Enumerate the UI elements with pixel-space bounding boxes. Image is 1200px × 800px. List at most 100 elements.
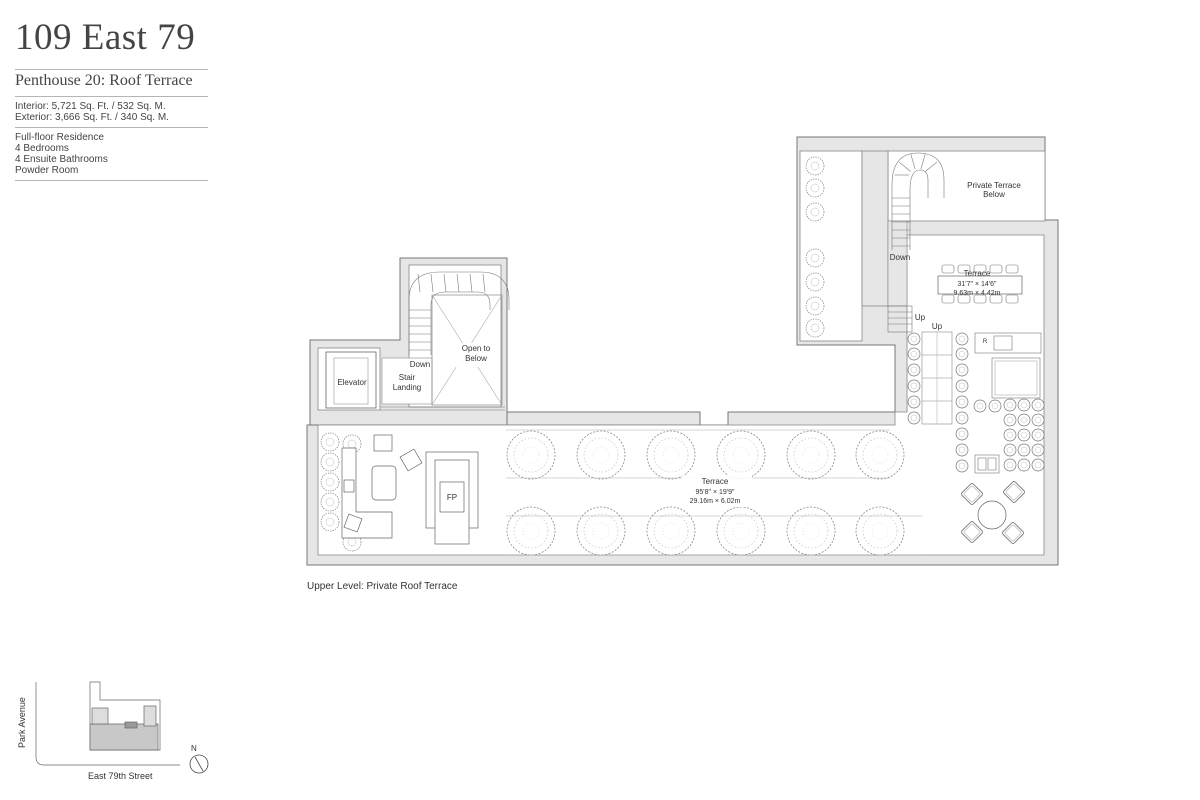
planter-pot bbox=[955, 443, 969, 457]
terrace-upper-label: Terrace bbox=[964, 269, 991, 278]
planter-pot bbox=[1031, 443, 1045, 457]
divider bbox=[15, 69, 208, 70]
tree bbox=[646, 506, 696, 556]
planter-pot bbox=[955, 411, 969, 425]
tree bbox=[855, 506, 905, 556]
stair-tread bbox=[925, 161, 938, 172]
terrace-upper-dim-imperial: 31'7" × 14'6" bbox=[958, 281, 997, 288]
planter-pot bbox=[1031, 413, 1045, 427]
dining-table: Terrace 31'7" × 14'6" 9.63m × 4.42m bbox=[937, 264, 1023, 304]
stair-landing-label-2: Landing bbox=[393, 383, 421, 392]
building-title: 109 East 79 bbox=[15, 17, 196, 58]
planter-pot bbox=[907, 379, 921, 393]
outdoor-kitchen: R bbox=[974, 332, 1042, 474]
shrub bbox=[805, 248, 825, 268]
shrub bbox=[805, 202, 825, 222]
stair-tread bbox=[456, 273, 460, 293]
fireplace: FP bbox=[425, 451, 479, 545]
lounge-furniture bbox=[341, 434, 423, 539]
street-label: East 79th Street bbox=[88, 771, 153, 781]
divider bbox=[15, 96, 208, 97]
feature-item: Full-floor Residence bbox=[15, 132, 104, 143]
planter-pot bbox=[1017, 443, 1031, 457]
tree bbox=[506, 506, 556, 556]
up-label-small: Up bbox=[915, 313, 926, 322]
planter-pot bbox=[1017, 413, 1031, 427]
dining-chair bbox=[973, 264, 987, 274]
stair-tread bbox=[469, 273, 473, 293]
shrub bbox=[805, 296, 825, 316]
tree bbox=[506, 430, 556, 480]
stair-tread bbox=[910, 153, 916, 170]
tree bbox=[786, 430, 836, 480]
stair-tread bbox=[482, 273, 486, 293]
tree bbox=[786, 506, 836, 556]
feature-item: 4 Bedrooms bbox=[15, 143, 69, 154]
open-to-below: Open to Below bbox=[431, 294, 503, 406]
planter-pot bbox=[955, 347, 969, 361]
dining-chair bbox=[973, 294, 987, 304]
staircase-right: Down bbox=[890, 152, 945, 262]
key-plan-building bbox=[89, 681, 161, 751]
shrub bbox=[805, 272, 825, 292]
shrub bbox=[320, 512, 340, 532]
elevator-label: Elevator bbox=[337, 378, 367, 387]
planter-pot bbox=[988, 399, 1002, 413]
planter-pot bbox=[907, 411, 921, 425]
bistro-set bbox=[960, 480, 1026, 545]
tree bbox=[576, 506, 626, 556]
planter-pot bbox=[1031, 458, 1045, 472]
tree bbox=[716, 430, 766, 480]
fireplace-label: FP bbox=[447, 493, 457, 502]
planter-pot bbox=[1003, 428, 1017, 442]
dining-chair bbox=[957, 294, 971, 304]
north-label: N bbox=[191, 744, 197, 753]
dining-chair bbox=[1005, 264, 1019, 274]
open-to-below-label-1: Open to bbox=[462, 344, 491, 353]
terrace-main-label: Terrace bbox=[702, 477, 729, 486]
fridge-label: R bbox=[983, 339, 988, 345]
shrub bbox=[805, 178, 825, 198]
dining-chair bbox=[941, 294, 955, 304]
feature-item: 4 Ensuite Bathrooms bbox=[15, 154, 108, 165]
planter-pot bbox=[1017, 458, 1031, 472]
planter-pot bbox=[907, 332, 921, 346]
dining-chair bbox=[957, 264, 971, 274]
terrace-upper-dim-metric: 9.63m × 4.42m bbox=[954, 290, 1001, 297]
planter-pot bbox=[1017, 428, 1031, 442]
dining-chair bbox=[989, 294, 1003, 304]
stair-landing: Stair Landing bbox=[381, 357, 433, 405]
shrub bbox=[320, 432, 340, 452]
exterior-area: Exterior: 3,666 Sq. Ft. / 340 Sq. M. bbox=[15, 112, 169, 123]
tree bbox=[646, 430, 696, 480]
stair-tread bbox=[443, 273, 447, 293]
north-arrow-icon: N bbox=[189, 744, 209, 774]
planter-pot bbox=[955, 427, 969, 441]
divider bbox=[15, 127, 208, 128]
open-to-below-label-2: Below bbox=[465, 354, 487, 363]
feature-item: Powder Room bbox=[15, 165, 79, 176]
planter-pot bbox=[907, 363, 921, 377]
shrub bbox=[320, 472, 340, 492]
shrub bbox=[805, 318, 825, 338]
planter-pot bbox=[955, 379, 969, 393]
planter-pot bbox=[1003, 443, 1017, 457]
avenue-label: Park Avenue bbox=[17, 697, 27, 748]
planter-pot bbox=[1017, 398, 1031, 412]
feature-list: Full-floor Residence 4 Bedrooms 4 Ensuit… bbox=[15, 132, 108, 176]
up-label: Up bbox=[932, 322, 943, 331]
stair-tread bbox=[920, 153, 926, 170]
dining-chair bbox=[1005, 294, 1019, 304]
planter-pot bbox=[1003, 413, 1017, 427]
down-label-left: Down bbox=[410, 360, 430, 369]
dining-chair bbox=[989, 264, 1003, 274]
private-terrace-label-2: Below bbox=[983, 190, 1005, 199]
down-label-right: Down bbox=[890, 253, 910, 262]
planter-pot bbox=[1003, 398, 1017, 412]
interior-area: Interior: 5,721 Sq. Ft. / 532 Sq. M. bbox=[15, 101, 166, 112]
tree bbox=[716, 506, 766, 556]
terrace-main-dim-imperial: 95'8" × 19'9" bbox=[696, 489, 735, 496]
stair-landing-label-1: Stair bbox=[399, 373, 416, 382]
shrub bbox=[320, 492, 340, 512]
planter-pot bbox=[907, 395, 921, 409]
